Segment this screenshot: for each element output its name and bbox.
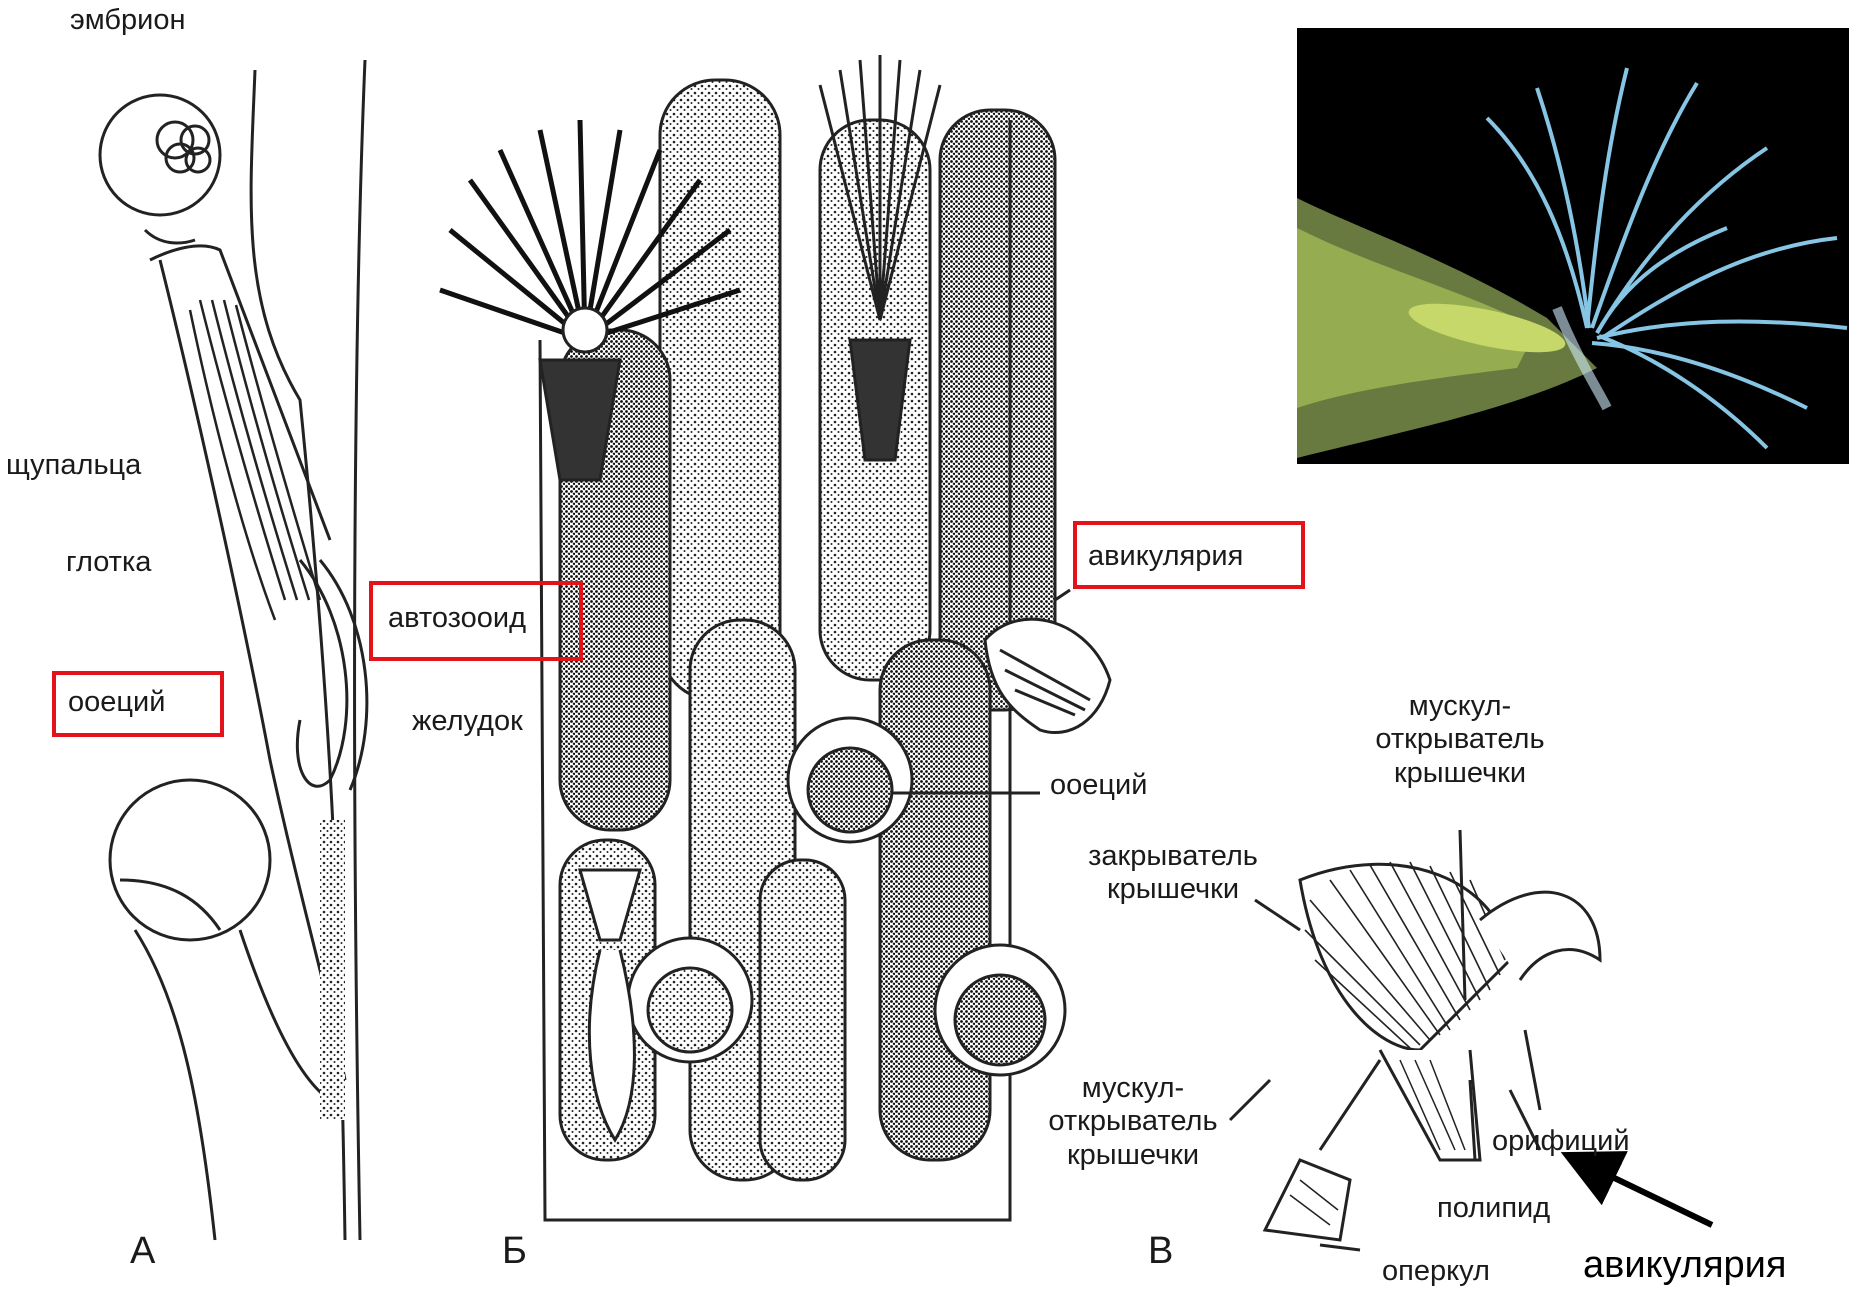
label-orifice: орифиций [1492,1125,1630,1158]
panel-label-a: А [130,1230,155,1274]
panel-label-c: В [1148,1230,1173,1274]
highlight-box-avicularia [1073,521,1305,589]
highlight-box-ooecium [52,671,224,737]
label-opener-muscle-top: мускул- открыватель крышечки [1355,690,1565,790]
label-ooecium-b: ооеций [1050,769,1147,802]
label-operculum: оперкул [1382,1255,1490,1288]
label-closer-muscle: закрыватель крышечки [1058,840,1288,907]
label-polypide: полипид [1437,1192,1550,1225]
arrow-up-left-icon [1604,1173,1712,1225]
label-tentacles: щупальца [6,449,141,482]
label-embryo: эмбрион [70,4,186,37]
label-avicularia-annotation: авикулярия [1583,1244,1786,1288]
label-pharynx: глотка [66,546,151,579]
panel-label-b: Б [502,1230,527,1274]
label-opener-muscle-left: мускул- открыватель крышечки [1018,1072,1248,1172]
figure-a-drawing [100,60,367,1240]
bryozoan-photo [1297,28,1849,464]
highlight-box-autozooid [369,581,583,661]
bryozoan-photo-image [1297,28,1849,464]
label-stomach: желудок [412,705,523,738]
